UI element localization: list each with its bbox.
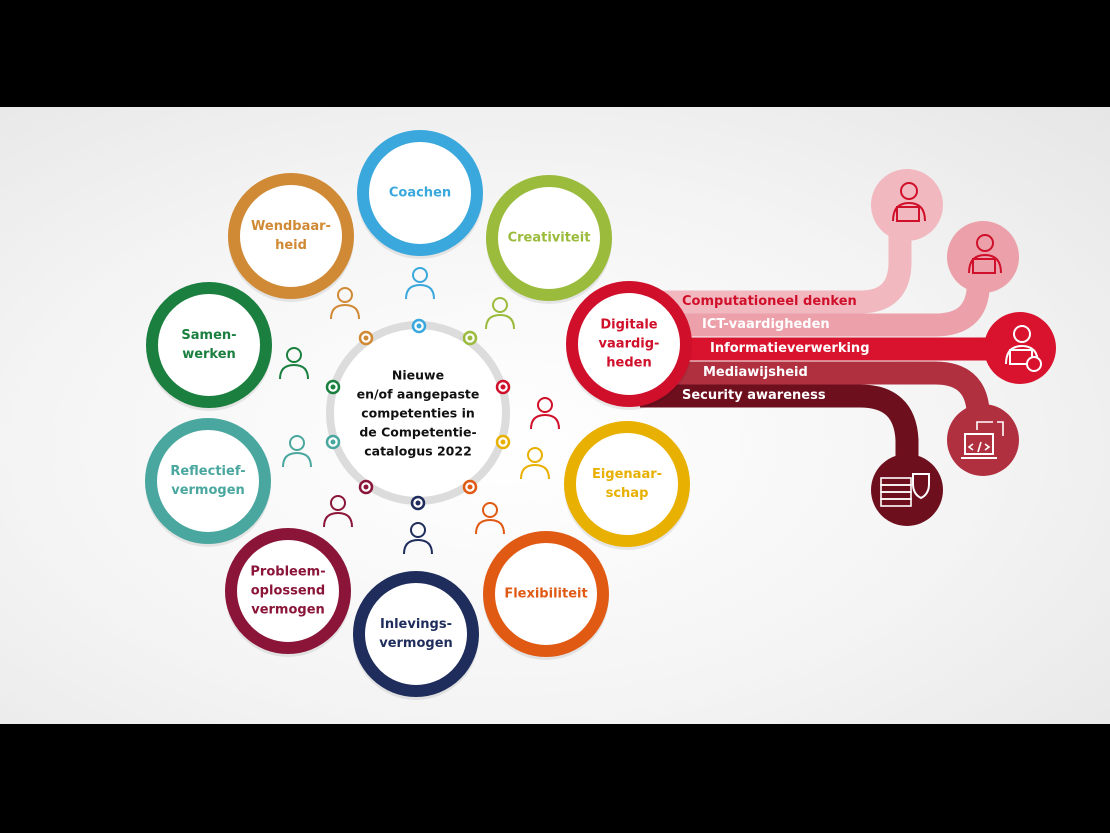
two-people-embrace-icon	[403, 522, 433, 555]
diagram-graphics	[145, 130, 1056, 700]
skill-icon-circle	[984, 312, 1056, 384]
skill-icon-circle	[871, 454, 943, 526]
skill-label: ICT-vaardigheden	[702, 317, 830, 332]
team-network-icon	[279, 347, 309, 380]
center-title: Nieuwe en/of aangepaste competenties in …	[356, 367, 480, 459]
skill-branch	[640, 230, 912, 314]
skill-label: Informatieverwerking	[710, 341, 870, 356]
competency-circle	[564, 421, 690, 547]
person-arrows-icon	[475, 502, 505, 535]
person-laptop-crosslegged-icon	[520, 447, 550, 480]
skill-label: Mediawijsheid	[703, 365, 808, 380]
competency-circle	[228, 173, 354, 299]
competency-label: Coachen	[388, 185, 452, 201]
people-exchange-icon	[405, 267, 435, 300]
competency-circle	[353, 571, 479, 697]
skill-label: Security awareness	[682, 388, 826, 403]
competency-label: Inlevings- vermogen	[379, 617, 453, 651]
competency-label: Creativiteit	[507, 230, 591, 246]
competency-circle	[483, 531, 609, 657]
person-relaxed-laptop-icon	[947, 221, 1019, 293]
competency-circle	[145, 418, 271, 544]
head-lightbulb-icon	[323, 495, 353, 528]
person-laptop-gear-icon	[984, 312, 1056, 384]
competency-circle	[225, 528, 351, 654]
competency-label: Flexibiliteit	[504, 586, 588, 602]
skill-label: Computationeel denken	[682, 294, 857, 309]
laptop-code-icon	[947, 404, 1019, 476]
competency-label: Eigenaar- schap	[591, 467, 663, 501]
competency-label: Reflectief- vermogen	[170, 464, 246, 498]
competency-circle	[486, 175, 612, 301]
competency-label: Samen- werken	[181, 328, 237, 362]
competency-circle	[146, 282, 272, 408]
ideas-arrows-icon	[485, 297, 515, 330]
skill-branch	[640, 384, 919, 470]
skill-icon-circle	[947, 404, 1019, 476]
skill-icon-circle	[947, 221, 1019, 293]
competency-label: Digitale vaardig- heden	[598, 317, 660, 371]
competency-label: Wendbaar- heid	[251, 219, 331, 253]
competency-circle	[566, 281, 692, 407]
person-laptop-icon	[530, 397, 560, 430]
competency-label: Probleem- oplossend vermogen	[250, 564, 326, 618]
infographic: Nieuwe en/of aangepaste competenties in …	[0, 107, 1110, 724]
person-steering-wheel-icon	[330, 287, 360, 320]
skill-icon-circle	[871, 169, 943, 241]
competency-circle	[357, 130, 483, 256]
firewall-shield-icon	[871, 454, 943, 526]
meditation-icon	[282, 435, 312, 468]
person-laptop-idea-icon	[871, 169, 943, 241]
